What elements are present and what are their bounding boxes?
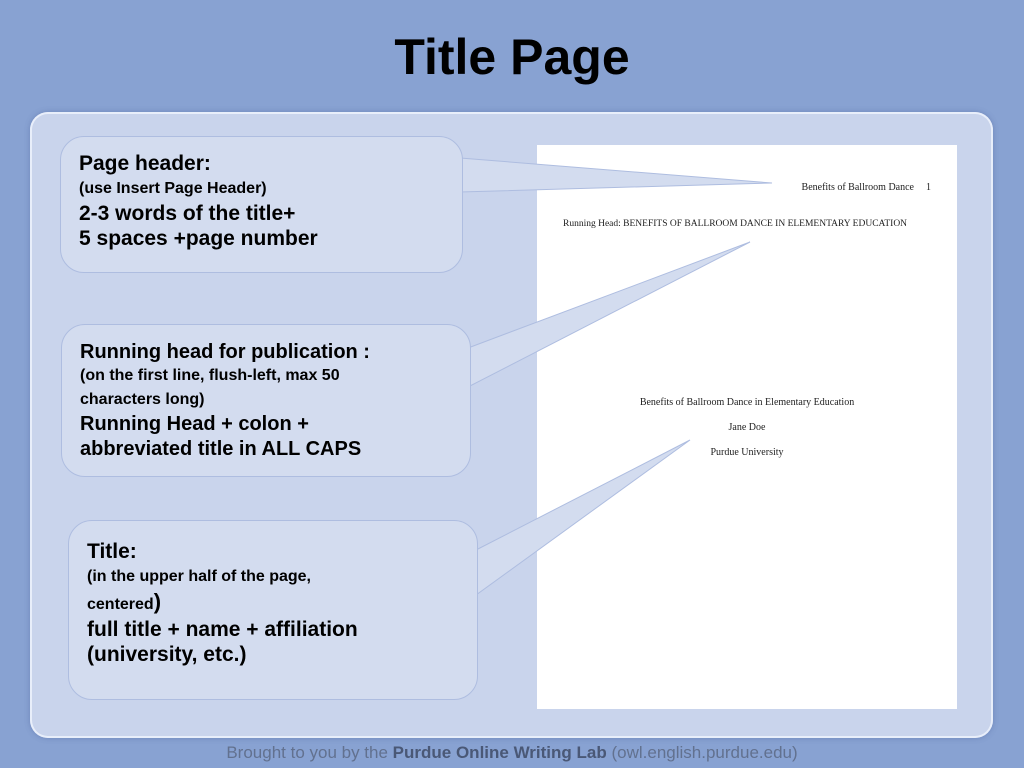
callout-running-line2: abbreviated title in ALL CAPS	[80, 437, 362, 460]
footer-credit: Brought to you by the Purdue Online Writ…	[0, 743, 1024, 763]
callout-title: Title: (in the upper half of the page, c…	[68, 520, 478, 700]
callout-title-heading: Title:	[87, 540, 137, 563]
doc-author: Jane Doe	[728, 422, 766, 433]
callout-running-line1: Running Head + colon +	[80, 413, 309, 436]
callout-title-line2: (university, etc.)	[87, 643, 247, 667]
callout-title-note2-line: centered)	[87, 589, 459, 617]
callout-title-note2-paren: )	[153, 588, 162, 614]
callout-running-note1: (on the first line, flush-left, max 50	[80, 367, 340, 385]
doc-page-number: 1	[926, 182, 931, 193]
callout-title-line1: full title + name + affiliation	[87, 617, 358, 641]
callout-page-header: Page header: (use Insert Page Header) 2-…	[60, 136, 463, 273]
doc-title-block: Benefits of Ballroom Dance in Elementary…	[537, 397, 957, 472]
callout-running-head: Running head for publication : (on the f…	[61, 324, 471, 477]
document-preview: Benefits of Ballroom Dance 1 Running Head…	[537, 145, 957, 709]
callout-header-note: (use Insert Page Header)	[79, 179, 267, 197]
doc-header-title: Benefits of Ballroom Dance	[801, 182, 914, 193]
footer-prefix: Brought to you by the	[226, 743, 388, 762]
callout-header-line2: 5 spaces +page number	[79, 227, 318, 251]
callout-title-note2: centered	[87, 595, 154, 613]
doc-full-title: Benefits of Ballroom Dance in Elementary…	[639, 397, 855, 408]
callout-header-line1: 2-3 words of the title+	[79, 201, 296, 225]
doc-page-header: Benefits of Ballroom Dance 1	[802, 182, 931, 193]
callout-title-note1: (in the upper half of the page,	[87, 567, 311, 585]
footer-brand: Purdue Online Writing Lab	[392, 743, 607, 762]
slide-title: Title Page	[394, 29, 630, 85]
callout-running-note2: characters long)	[80, 391, 205, 409]
doc-affiliation: Purdue University	[710, 447, 784, 458]
callout-running-heading: Running head for publication :	[80, 341, 370, 363]
callout-header-heading: Page header:	[79, 152, 211, 175]
footer-url: (owl.english.purdue.edu)	[611, 743, 798, 762]
doc-running-head: Running Head: BENEFITS OF BALLROOM DANCE…	[563, 219, 908, 229]
